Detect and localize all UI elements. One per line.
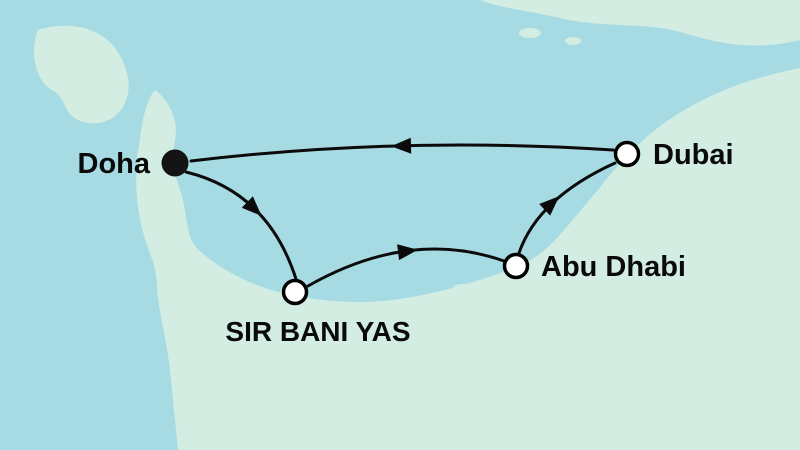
port-label-doha: Doha — [78, 148, 151, 180]
route-arrow-west — [391, 137, 412, 154]
port-label-abu-dhabi: Abu Dhabi — [541, 251, 686, 283]
route-arrow-east — [397, 244, 418, 261]
port-label-dubai: Dubai — [653, 139, 734, 171]
route-arrow-northeast — [539, 196, 560, 216]
port-marker-doha — [161, 149, 189, 177]
land-north-coast — [480, 0, 800, 46]
port-marker-dubai — [613, 140, 641, 168]
port-marker-abu-dhabi — [502, 252, 530, 280]
route-arrow-southeast — [241, 196, 262, 216]
port-marker-sir-bani-yas — [281, 278, 309, 306]
land-northwest-coast — [33, 25, 129, 124]
island-coast-2 — [425, 293, 439, 301]
port-label-sir-bani-yas: SIR BANI YAS — [225, 316, 410, 347]
island-north-1 — [519, 28, 541, 38]
island-north-2 — [565, 37, 581, 45]
island-coast-1 — [453, 284, 471, 294]
